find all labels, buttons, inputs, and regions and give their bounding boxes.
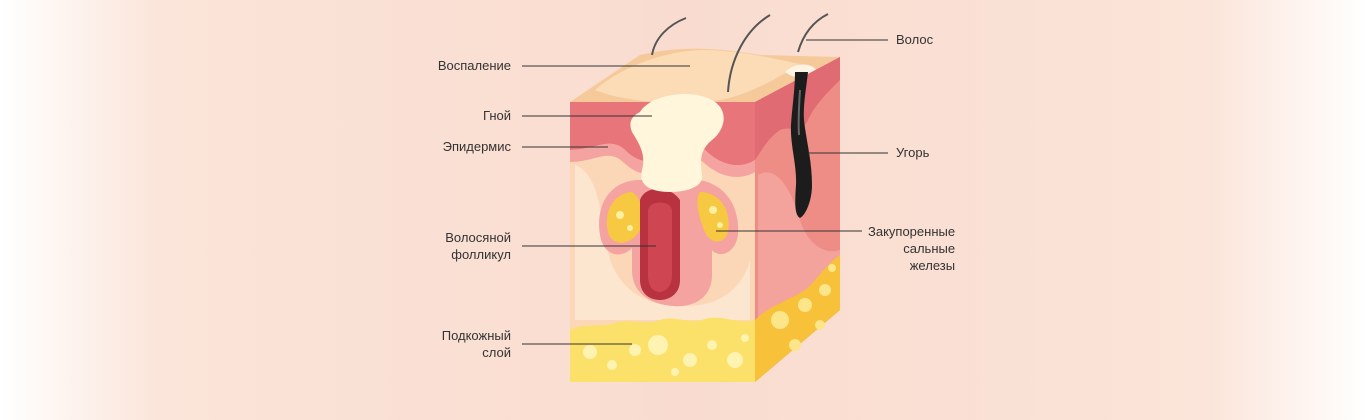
hair-follicle-highlight — [648, 202, 672, 292]
label-hair: Волос — [896, 31, 933, 48]
label-pus: Гной — [483, 107, 511, 124]
hair-strand-3 — [797, 13, 829, 53]
label-blackhead: Угорь — [896, 144, 929, 161]
blackhead — [790, 72, 812, 218]
label-pus-text: Гной — [483, 108, 511, 123]
dermis-patch — [575, 165, 750, 320]
hair-strand-2 — [727, 14, 771, 93]
pus — [630, 93, 724, 192]
label-inflammation-text: Воспаление — [437, 58, 511, 73]
label-follicle-line1: Волосяной — [445, 230, 511, 245]
label-glands-line3: железы — [909, 258, 956, 273]
label-epidermis-text: Эпидермис — [442, 139, 511, 154]
label-glands-line1: Закупоренные — [868, 224, 956, 239]
label-blackhead-text: Угорь — [896, 145, 930, 160]
label-glands: Закупоренные сальные железы — [868, 223, 955, 274]
label-inflammation: Воспаление — [438, 57, 511, 74]
side-fat — [755, 255, 840, 382]
label-subcutaneous: Подкожный слой — [442, 327, 511, 361]
label-follicle: Волосяной фолликул — [445, 229, 511, 263]
label-epidermis: Эпидермис — [443, 138, 511, 155]
leader-lines — [522, 39, 888, 345]
gland-bubbles — [616, 206, 723, 231]
label-subcutaneous-line1: Подкожный — [441, 328, 511, 343]
label-follicle-line2: фолликул — [451, 247, 511, 262]
label-hair-text: Волос — [896, 32, 934, 47]
sebaceous-glands — [606, 192, 729, 243]
fat-bubbles — [583, 334, 749, 376]
side-fat-bubbles — [771, 264, 836, 351]
inflammation-bump — [595, 50, 800, 103]
label-subcutaneous-line2: слой — [482, 345, 511, 360]
hair-strand-1 — [651, 17, 687, 56]
blackhead-shine — [797, 89, 801, 136]
label-glands-line2: сальные — [903, 241, 956, 256]
